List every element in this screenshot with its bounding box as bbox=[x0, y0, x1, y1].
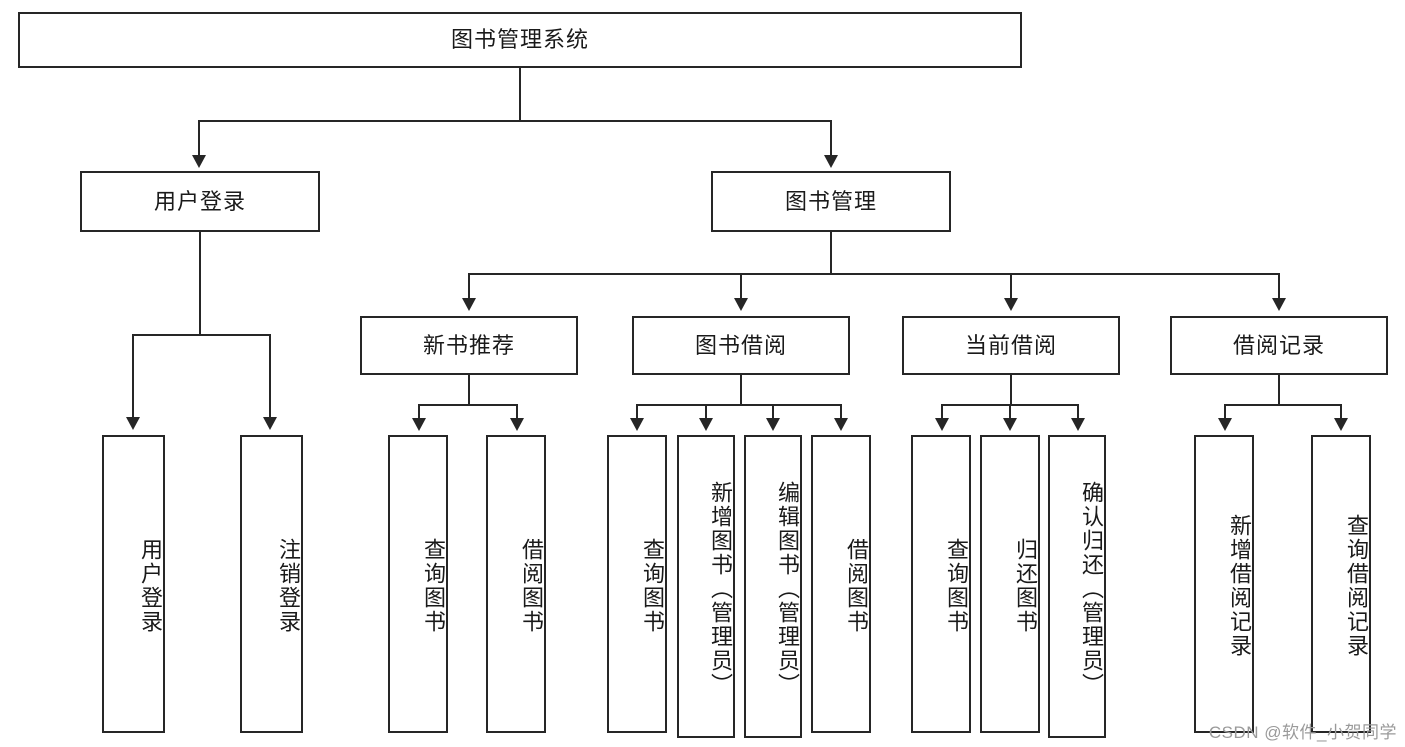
edge-book-mgmt-bus bbox=[468, 273, 1280, 275]
arrowhead-leaf-logout bbox=[263, 417, 277, 430]
edge-to-current-borrow bbox=[1010, 273, 1012, 300]
edge-root-stem bbox=[519, 68, 521, 121]
node-label: 编辑图书（管理员） bbox=[775, 480, 800, 697]
arrowhead-book-borrow bbox=[734, 298, 748, 311]
node-label: 图书借阅 bbox=[694, 332, 787, 358]
edge-borrow-record-stem bbox=[1278, 375, 1280, 405]
node-label: 用户登录 bbox=[153, 188, 246, 214]
node-label: 注销登录 bbox=[276, 538, 301, 634]
arrowhead-cb-confirm bbox=[1071, 418, 1085, 431]
node-label: 新增借阅记录 bbox=[1227, 514, 1252, 658]
edge-br-to-add-record bbox=[1224, 404, 1226, 420]
edge-user-login-bus bbox=[132, 334, 270, 336]
node-root-system[interactable]: 图书管理系统 bbox=[18, 12, 1022, 68]
node-new-book-recommend[interactable]: 新书推荐 bbox=[360, 316, 578, 375]
node-label: 新增图书（管理员） bbox=[708, 480, 733, 697]
leaf-bookborrow-query-book[interactable]: 查询图书 bbox=[607, 435, 667, 733]
arrowhead-user-login bbox=[192, 155, 206, 168]
edge-root-to-user-login bbox=[198, 120, 200, 157]
leaf-bookborrow-add-book-admin[interactable]: 新增图书（管理员） bbox=[677, 435, 735, 738]
edge-cb-to-confirm bbox=[1077, 404, 1079, 420]
arrowhead-cb-query bbox=[935, 418, 949, 431]
arrowhead-cb-return bbox=[1003, 418, 1017, 431]
node-label: 确认归还（管理员） bbox=[1079, 480, 1104, 697]
node-label: 借阅记录 bbox=[1232, 332, 1325, 358]
arrowhead-bb-query bbox=[630, 418, 644, 431]
node-label: 查询图书 bbox=[944, 538, 969, 634]
node-label: 用户登录 bbox=[138, 538, 163, 634]
edge-book-borrow-bus bbox=[636, 404, 842, 406]
leaf-borrowrecord-query-record[interactable]: 查询借阅记录 bbox=[1311, 435, 1371, 733]
node-label: 当前借阅 bbox=[964, 332, 1057, 358]
edge-bb-to-borrow bbox=[840, 404, 842, 420]
arrowhead-book-mgmt bbox=[824, 155, 838, 168]
leaf-borrowrecord-add-record[interactable]: 新增借阅记录 bbox=[1194, 435, 1254, 733]
edge-new-book-bus bbox=[418, 404, 518, 406]
node-label: 新书推荐 bbox=[422, 332, 515, 358]
edge-cb-to-query bbox=[941, 404, 943, 420]
csdn-watermark: CSDN @软件_小贺同学 bbox=[1208, 723, 1397, 742]
leaf-bookborrow-edit-book-admin[interactable]: 编辑图书（管理员） bbox=[744, 435, 802, 738]
edge-borrow-record-bus bbox=[1224, 404, 1342, 406]
edge-user-login-stem bbox=[199, 232, 201, 335]
node-label: 归还图书 bbox=[1013, 538, 1038, 634]
node-book-borrow[interactable]: 图书借阅 bbox=[632, 316, 850, 375]
leaf-currentborrow-return-book[interactable]: 归还图书 bbox=[980, 435, 1040, 733]
edge-root-bus bbox=[198, 120, 832, 122]
edge-to-leaf-user-login bbox=[132, 334, 134, 419]
edge-new-book-stem bbox=[468, 375, 470, 405]
arrowhead-nb-query bbox=[412, 418, 426, 431]
edge-to-leaf-logout bbox=[269, 334, 271, 419]
node-label: 查询图书 bbox=[421, 538, 446, 634]
node-label: 查询图书 bbox=[640, 538, 665, 634]
edge-book-mgmt-stem bbox=[830, 232, 832, 274]
leaf-bookborrow-borrow-book[interactable]: 借阅图书 bbox=[811, 435, 871, 733]
leaf-user-login[interactable]: 用户登录 bbox=[102, 435, 165, 733]
node-label: 图书管理系统 bbox=[450, 27, 589, 53]
leaf-newbook-query-book[interactable]: 查询图书 bbox=[388, 435, 448, 733]
edge-br-to-query-record bbox=[1340, 404, 1342, 420]
edge-bb-to-add bbox=[705, 404, 707, 420]
node-label: 借阅图书 bbox=[519, 538, 544, 634]
leaf-logout[interactable]: 注销登录 bbox=[240, 435, 303, 733]
edge-nb-to-query bbox=[418, 404, 420, 420]
arrowhead-bb-edit bbox=[766, 418, 780, 431]
edge-book-borrow-stem bbox=[740, 375, 742, 405]
node-current-borrow[interactable]: 当前借阅 bbox=[902, 316, 1120, 375]
edge-root-to-book-mgmt bbox=[830, 120, 832, 157]
arrowhead-current-borrow bbox=[1004, 298, 1018, 311]
edge-to-book-borrow bbox=[740, 273, 742, 300]
edge-nb-to-borrow bbox=[516, 404, 518, 420]
arrowhead-nb-borrow bbox=[510, 418, 524, 431]
node-label: 借阅图书 bbox=[844, 538, 869, 634]
node-borrow-record[interactable]: 借阅记录 bbox=[1170, 316, 1388, 375]
edge-cb-to-return bbox=[1009, 404, 1011, 420]
arrowhead-bb-add bbox=[699, 418, 713, 431]
arrowhead-leaf-user-login bbox=[126, 417, 140, 430]
arrowhead-bb-borrow bbox=[834, 418, 848, 431]
leaf-currentborrow-query-book[interactable]: 查询图书 bbox=[911, 435, 971, 733]
leaf-currentborrow-confirm-return-admin[interactable]: 确认归还（管理员） bbox=[1048, 435, 1106, 738]
node-book-management[interactable]: 图书管理 bbox=[711, 171, 951, 232]
edge-bb-to-edit bbox=[772, 404, 774, 420]
node-label: 图书管理 bbox=[784, 188, 877, 214]
arrowhead-br-query-record bbox=[1334, 418, 1348, 431]
edge-current-borrow-stem bbox=[1010, 375, 1012, 405]
arrowhead-borrow-record bbox=[1272, 298, 1286, 311]
node-label: 查询借阅记录 bbox=[1344, 514, 1369, 658]
arrowhead-br-add-record bbox=[1218, 418, 1232, 431]
arrowhead-new-book bbox=[462, 298, 476, 311]
edge-to-new-book bbox=[468, 273, 470, 300]
node-user-login[interactable]: 用户登录 bbox=[80, 171, 320, 232]
edge-to-borrow-record bbox=[1278, 273, 1280, 300]
leaf-newbook-borrow-book[interactable]: 借阅图书 bbox=[486, 435, 546, 733]
edge-bb-to-query bbox=[636, 404, 638, 420]
